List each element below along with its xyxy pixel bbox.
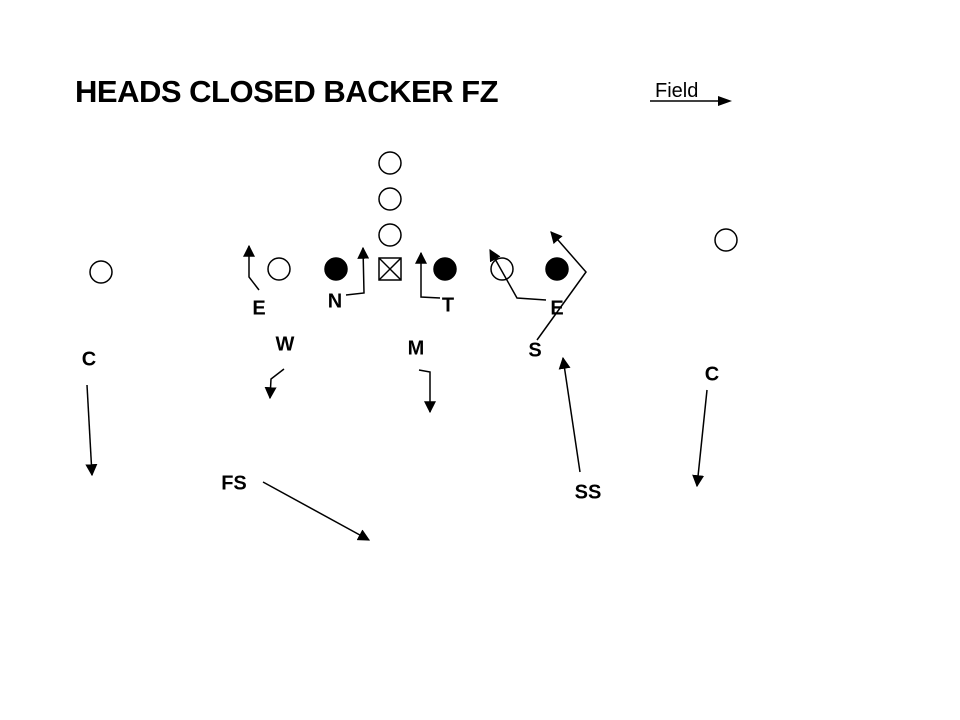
defender-mike-label: M [407, 337, 425, 360]
corner-right-arrow [692, 389, 708, 488]
offense-player-open-circle [490, 257, 514, 281]
defender-sam-label: S [528, 339, 542, 362]
corner-left-arrow [85, 384, 98, 477]
center-icon [378, 257, 402, 281]
offense-player-open-circle [378, 187, 402, 211]
defender-will-label: W [275, 333, 295, 356]
defender-end-left-label: E [252, 297, 266, 320]
defender-free-safety-label: FS [221, 472, 247, 495]
offense-backfield [378, 151, 402, 247]
sam-arrow [536, 231, 587, 341]
offense-player-filled-circle [545, 257, 569, 281]
defender-corner-right-label: C [704, 363, 720, 386]
play-title: HEADS CLOSED BACKER FZ [75, 74, 499, 109]
defender-end-right-label: E [550, 297, 564, 320]
mike-arrow [418, 369, 436, 414]
defender-strong-safety-label: SS [574, 481, 602, 504]
receiver-circle [714, 228, 738, 252]
offense-player-open-circle [378, 223, 402, 247]
free-safety-arrow [262, 481, 371, 541]
end-right-arrow [489, 248, 547, 301]
nose-arrow [345, 246, 370, 296]
defender-nose-label: N [327, 290, 343, 313]
offense-player-open-circle [267, 257, 291, 281]
defender-corner-left-label: C [81, 348, 97, 371]
receiver-circle [89, 260, 113, 284]
tackle-arrow [415, 251, 441, 299]
strong-safety-arrow [558, 356, 581, 473]
defender-tackle-label: T [441, 294, 455, 317]
will-arrow [264, 368, 285, 400]
end-left-arrow [243, 244, 260, 291]
offense-player-open-circle [378, 151, 402, 175]
wide-receivers [89, 228, 738, 284]
field-direction-label: Field [655, 80, 699, 102]
offense-player-filled-circle [433, 257, 457, 281]
offensive-line [267, 257, 569, 281]
field-arrow-icon [650, 96, 732, 106]
offense-player-filled-circle [324, 257, 348, 281]
